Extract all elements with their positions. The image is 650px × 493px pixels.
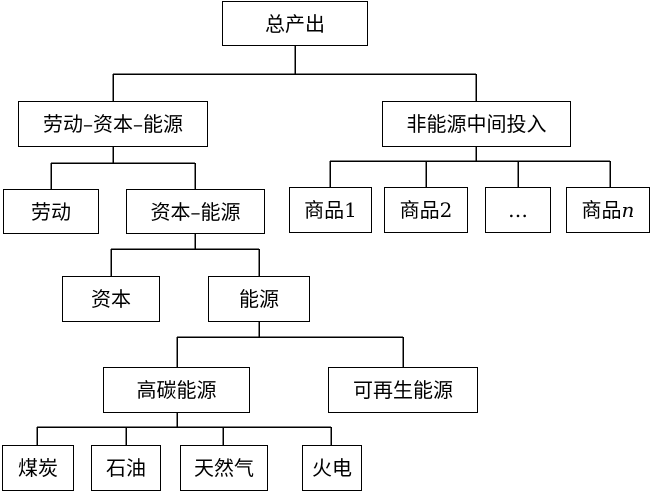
node-goods-n-label: 商品n (582, 200, 635, 220)
node-goods-n-suffix: n (621, 198, 635, 222)
node-oil: 石油 (91, 445, 161, 491)
node-non-energy-inputs: 非能源中间投入 (382, 101, 571, 147)
node-goods-2: 商品2 (384, 187, 468, 233)
node-capital-label: 资本 (91, 287, 131, 311)
node-energy: 能源 (208, 276, 310, 322)
node-renewable-energy-label: 可再生能源 (353, 378, 453, 402)
node-capital: 资本 (62, 276, 160, 322)
node-goods-ellipsis-label: … (508, 198, 528, 222)
node-goods-1: 商品1 (289, 187, 372, 233)
node-coal-label: 煤炭 (18, 456, 58, 480)
node-high-carbon-energy-label: 高碳能源 (136, 378, 217, 402)
node-labor-label: 劳动 (31, 199, 71, 224)
node-renewable-energy: 可再生能源 (328, 367, 478, 413)
node-labor: 劳动 (3, 189, 99, 234)
node-natural-gas: 天然气 (180, 445, 268, 491)
node-capital-energy-label: 资本–能源 (150, 199, 241, 224)
node-labor-capital-energy-label: 劳动–资本–能源 (43, 112, 183, 136)
node-goods-n-prefix: 商品 (581, 198, 622, 222)
node-thermal-power-label: 火电 (312, 456, 352, 480)
node-energy-label: 能源 (239, 287, 279, 311)
node-goods-1-label: 商品1 (304, 198, 357, 222)
node-coal: 煤炭 (2, 445, 74, 491)
node-natural-gas-label: 天然气 (194, 456, 254, 480)
node-oil-label: 石油 (106, 456, 146, 480)
node-capital-energy: 资本–能源 (126, 189, 265, 234)
node-thermal-power: 火电 (302, 445, 362, 491)
node-labor-capital-energy: 劳动–资本–能源 (18, 101, 208, 147)
node-non-energy-inputs-label: 非能源中间投入 (406, 112, 547, 136)
node-goods-n: 商品n (566, 187, 650, 233)
node-goods-2-label: 商品2 (399, 198, 453, 222)
node-total-output: 总产出 (222, 1, 368, 46)
node-goods-ellipsis: … (485, 187, 551, 233)
node-high-carbon-energy: 高碳能源 (103, 367, 250, 413)
node-total-output-label: 总产出 (265, 11, 325, 36)
